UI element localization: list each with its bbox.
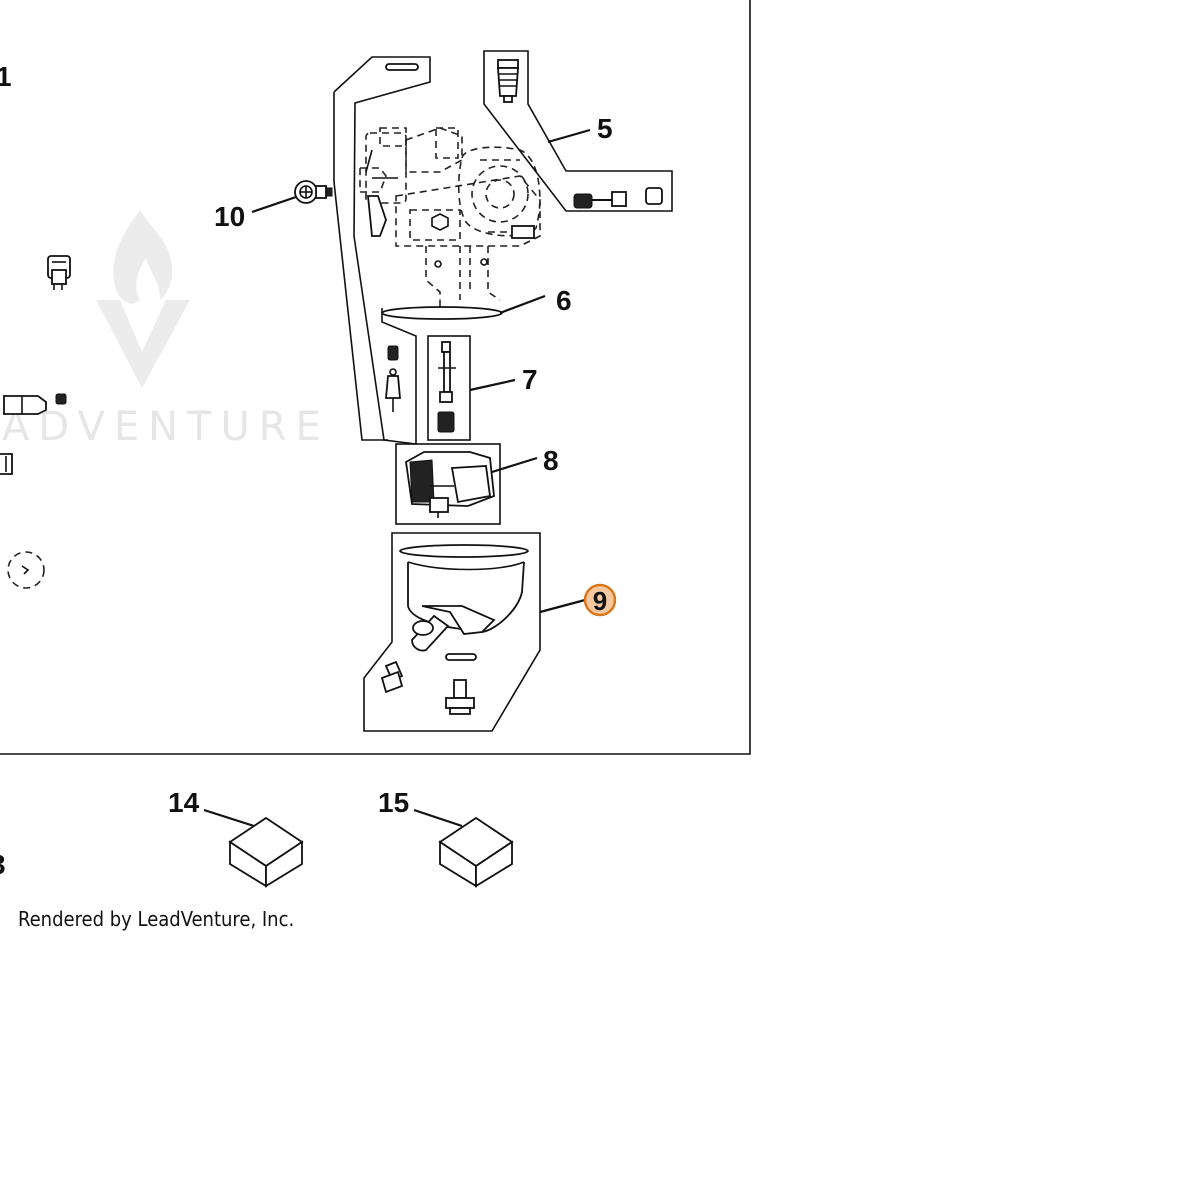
callout-14[interactable]: 14: [168, 787, 200, 818]
group-outline-9: [363, 532, 541, 732]
group-outline-carburetor-left: [333, 92, 388, 441]
callout-10[interactable]: 10: [214, 201, 245, 232]
group-outline-7: [427, 335, 471, 441]
watermark-text: ADVENTURE: [2, 404, 330, 450]
group-outline-carburetor: [333, 56, 431, 445]
watermark: ADVENTURE: [2, 210, 330, 450]
callout-6[interactable]: 6: [556, 285, 572, 316]
callout-3[interactable]: 3: [0, 849, 6, 880]
part-8-float: [405, 451, 495, 518]
part-small-fitting: [47, 255, 71, 290]
part-9-drain-bolts: [380, 660, 475, 715]
assembly-frame: [0, 0, 751, 755]
callout-15[interactable]: 15: [378, 787, 409, 818]
callout-9-highlight[interactable]: 9: [583, 583, 617, 617]
left-parts: [0, 255, 71, 589]
part-5-valve: [497, 59, 519, 103]
leader-8: [491, 456, 538, 474]
part-14-box[interactable]: [228, 816, 304, 888]
part-15-box[interactable]: [438, 816, 514, 888]
credit-text: Rendered by LeadVenture, Inc.: [18, 907, 294, 931]
callout-8[interactable]: 8: [543, 445, 559, 476]
callout-9[interactable]: 9: [593, 586, 607, 616]
part-7-emulsion-tube: [437, 341, 456, 433]
part-9-float-bowl[interactable]: [399, 544, 529, 661]
group-outline-8: [395, 443, 501, 525]
callout-7[interactable]: 7: [522, 364, 538, 395]
part-sensor-plug: [3, 393, 67, 415]
leader-6: [499, 294, 546, 315]
leader-5: [547, 128, 591, 144]
callout-1[interactable]: 1: [0, 61, 12, 92]
callout-5[interactable]: 5: [597, 113, 613, 144]
leader-15: [413, 808, 463, 828]
part-carburetor-body: [359, 127, 541, 310]
part-10-bolt[interactable]: [294, 180, 333, 204]
leader-9: [539, 598, 586, 614]
leader-7: [469, 378, 516, 392]
part-float-needle: [385, 345, 401, 412]
leader-14: [203, 808, 255, 828]
part-6-gasket: [381, 306, 503, 320]
part-5-idle-screw: [573, 187, 663, 209]
part-bracket: [0, 453, 13, 475]
part-dashed-oring: [7, 551, 45, 589]
callout-9-highlight-circle[interactable]: [583, 583, 617, 617]
watermark-flame-logo: [96, 210, 190, 388]
group-outline-5: [483, 50, 673, 212]
part-pin: [385, 63, 419, 71]
leader-10: [251, 195, 297, 214]
